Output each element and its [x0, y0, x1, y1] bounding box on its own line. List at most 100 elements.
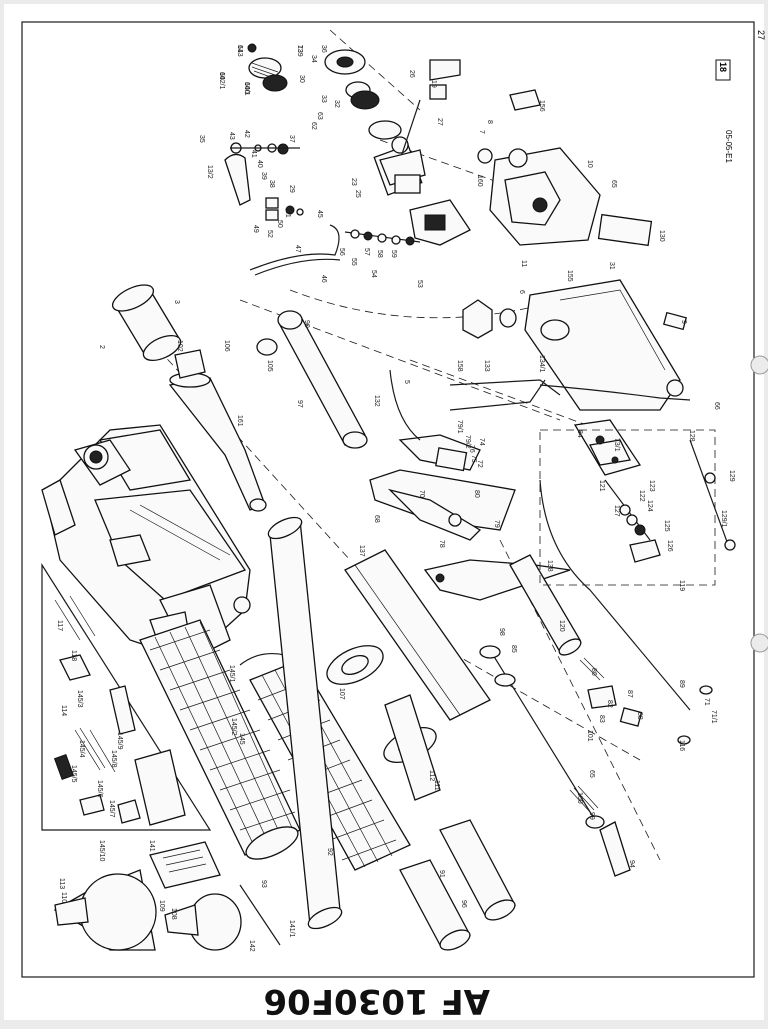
- tank-part-10: [477, 147, 601, 246]
- part-label: 65: [610, 180, 617, 188]
- part-label: 32: [333, 100, 340, 108]
- part-label: 143: [236, 45, 243, 57]
- part-label: 145/10: [98, 840, 105, 862]
- part-label: 89: [678, 680, 685, 688]
- cylinder-part-102: [111, 284, 182, 362]
- grille-part-60: [247, 43, 288, 92]
- part-label: 85: [510, 645, 517, 653]
- part-label: 2: [98, 345, 105, 349]
- part-label: 72: [476, 460, 483, 468]
- drawing-border: [21, 21, 755, 978]
- part-label: 19: [430, 80, 437, 88]
- part-label: 141: [148, 840, 155, 852]
- part-label: 101: [586, 730, 593, 742]
- part-label: 145/9: [116, 732, 123, 750]
- lever-bracket-84: [369, 434, 516, 541]
- part-label: 118: [70, 650, 77, 661]
- part-label: 38: [268, 180, 275, 188]
- part-label: 97: [296, 400, 303, 408]
- part-label: 145/7: [108, 800, 115, 818]
- bracket-106: [174, 349, 206, 379]
- part-label: 49: [252, 225, 259, 233]
- part-label: 107: [338, 688, 345, 700]
- part-label: 58: [376, 250, 383, 258]
- tube-part-86: [509, 554, 582, 656]
- ring-161: [256, 338, 278, 356]
- part-label: 79/2: [464, 435, 471, 449]
- part-label: 134/1: [538, 355, 545, 373]
- part-label: 3: [173, 300, 180, 304]
- fuel-line-right: [539, 384, 691, 401]
- part-label: 132: [373, 395, 380, 407]
- small-parts-87-89: [579, 657, 643, 727]
- part-label: 110: [60, 892, 67, 903]
- part-label: 51: [284, 210, 291, 218]
- part-label: 27: [436, 118, 443, 126]
- part-label: 65: [588, 770, 595, 778]
- part-label: 84: [576, 430, 583, 438]
- part-label: 88: [636, 712, 643, 720]
- part-label: 145/6: [96, 780, 103, 798]
- part-label: 90: [303, 320, 310, 328]
- page-number: 27: [756, 30, 766, 40]
- part-label: 47: [294, 245, 301, 253]
- part-label: 133: [483, 360, 490, 372]
- part-label: 63: [316, 112, 323, 120]
- part-label: 105: [266, 360, 273, 372]
- part-label: 71/1: [710, 710, 717, 724]
- part-label: 74: [478, 438, 485, 446]
- part-label: 86: [590, 668, 597, 676]
- part-label: 127: [613, 505, 620, 517]
- part-label: 46: [320, 275, 327, 283]
- part-label: 93: [260, 880, 267, 888]
- part-label: 111: [433, 780, 440, 791]
- part-label: 140: [243, 82, 250, 94]
- fuel-line-46: [249, 224, 340, 271]
- part-label: 129: [728, 470, 735, 482]
- part-label: 7: [478, 130, 485, 134]
- part-label: 36: [320, 45, 327, 53]
- part-label: 109: [158, 900, 165, 912]
- date-code: 05-05-E1: [724, 130, 733, 163]
- part-label: 39: [260, 172, 267, 180]
- part-label: 50: [276, 220, 283, 228]
- plate-155: [597, 213, 653, 247]
- ref-code-box: 18: [715, 59, 731, 81]
- handwritten-note: AF 1030F06: [263, 981, 490, 1021]
- part-label: 82: [606, 700, 613, 708]
- part-label: 145/8: [110, 750, 117, 768]
- part-label: 25: [354, 190, 361, 198]
- part-label: 70: [418, 490, 425, 498]
- part-label: 83: [598, 715, 605, 723]
- part-label: 100: [576, 792, 583, 804]
- funnel-part-141: [53, 869, 157, 951]
- part-label: 59: [390, 250, 397, 258]
- part-label: 9: [680, 320, 687, 324]
- part-label: 8: [486, 120, 493, 124]
- part-label: 156: [538, 100, 545, 112]
- rod-139: [239, 884, 281, 946]
- part-label: 145/4: [78, 740, 85, 758]
- valve-group-52: [265, 197, 304, 221]
- part-label: 68: [373, 515, 380, 523]
- hose-13-2: [224, 153, 251, 206]
- part-label: 55: [350, 258, 357, 266]
- part-label: 11: [520, 260, 527, 267]
- part-label: 43: [228, 132, 235, 140]
- pipe-26-27: [399, 59, 461, 161]
- part-label: 76: [468, 445, 475, 453]
- part-label: 29: [288, 185, 295, 193]
- part-label: 30: [298, 75, 305, 83]
- carburetor-assembly: [379, 149, 471, 246]
- part-label: 5: [403, 380, 410, 384]
- part-label: 62: [310, 122, 317, 130]
- part-label: 160: [476, 175, 483, 187]
- part-label: 137: [358, 545, 365, 557]
- tank-part-6: [524, 279, 688, 411]
- part-label: 60: [218, 72, 225, 80]
- binder-hole-bottom: [750, 633, 768, 653]
- part-label: 119: [678, 580, 685, 591]
- cable-116: [539, 479, 691, 711]
- part-label: 45: [316, 210, 323, 218]
- tube-part-108: [399, 859, 471, 951]
